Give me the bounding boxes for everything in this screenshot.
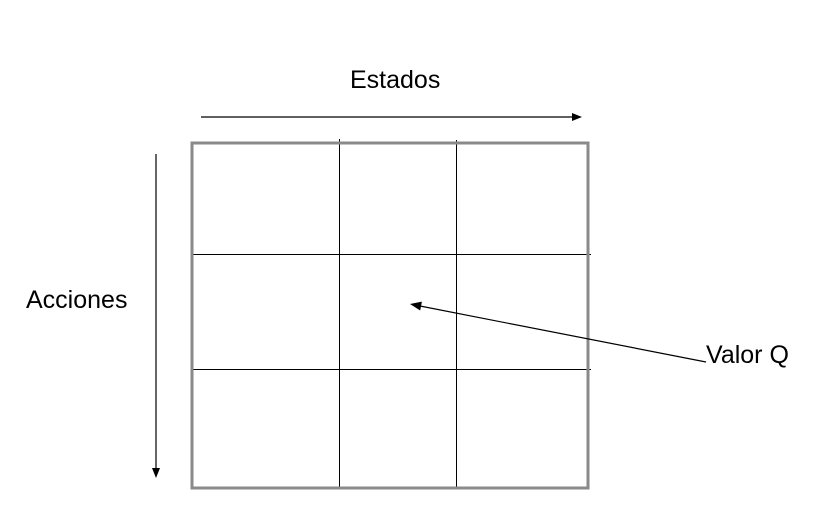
actions-arrow [152, 154, 160, 478]
actions-label: Acciones [26, 286, 128, 314]
states-arrow [201, 113, 582, 121]
q-value-arrow [410, 301, 707, 363]
grid-border [190, 141, 590, 490]
q-value-label: Valor Q [706, 341, 789, 369]
states-label: Estados [350, 66, 441, 94]
q-table-grid [190, 139, 591, 490]
